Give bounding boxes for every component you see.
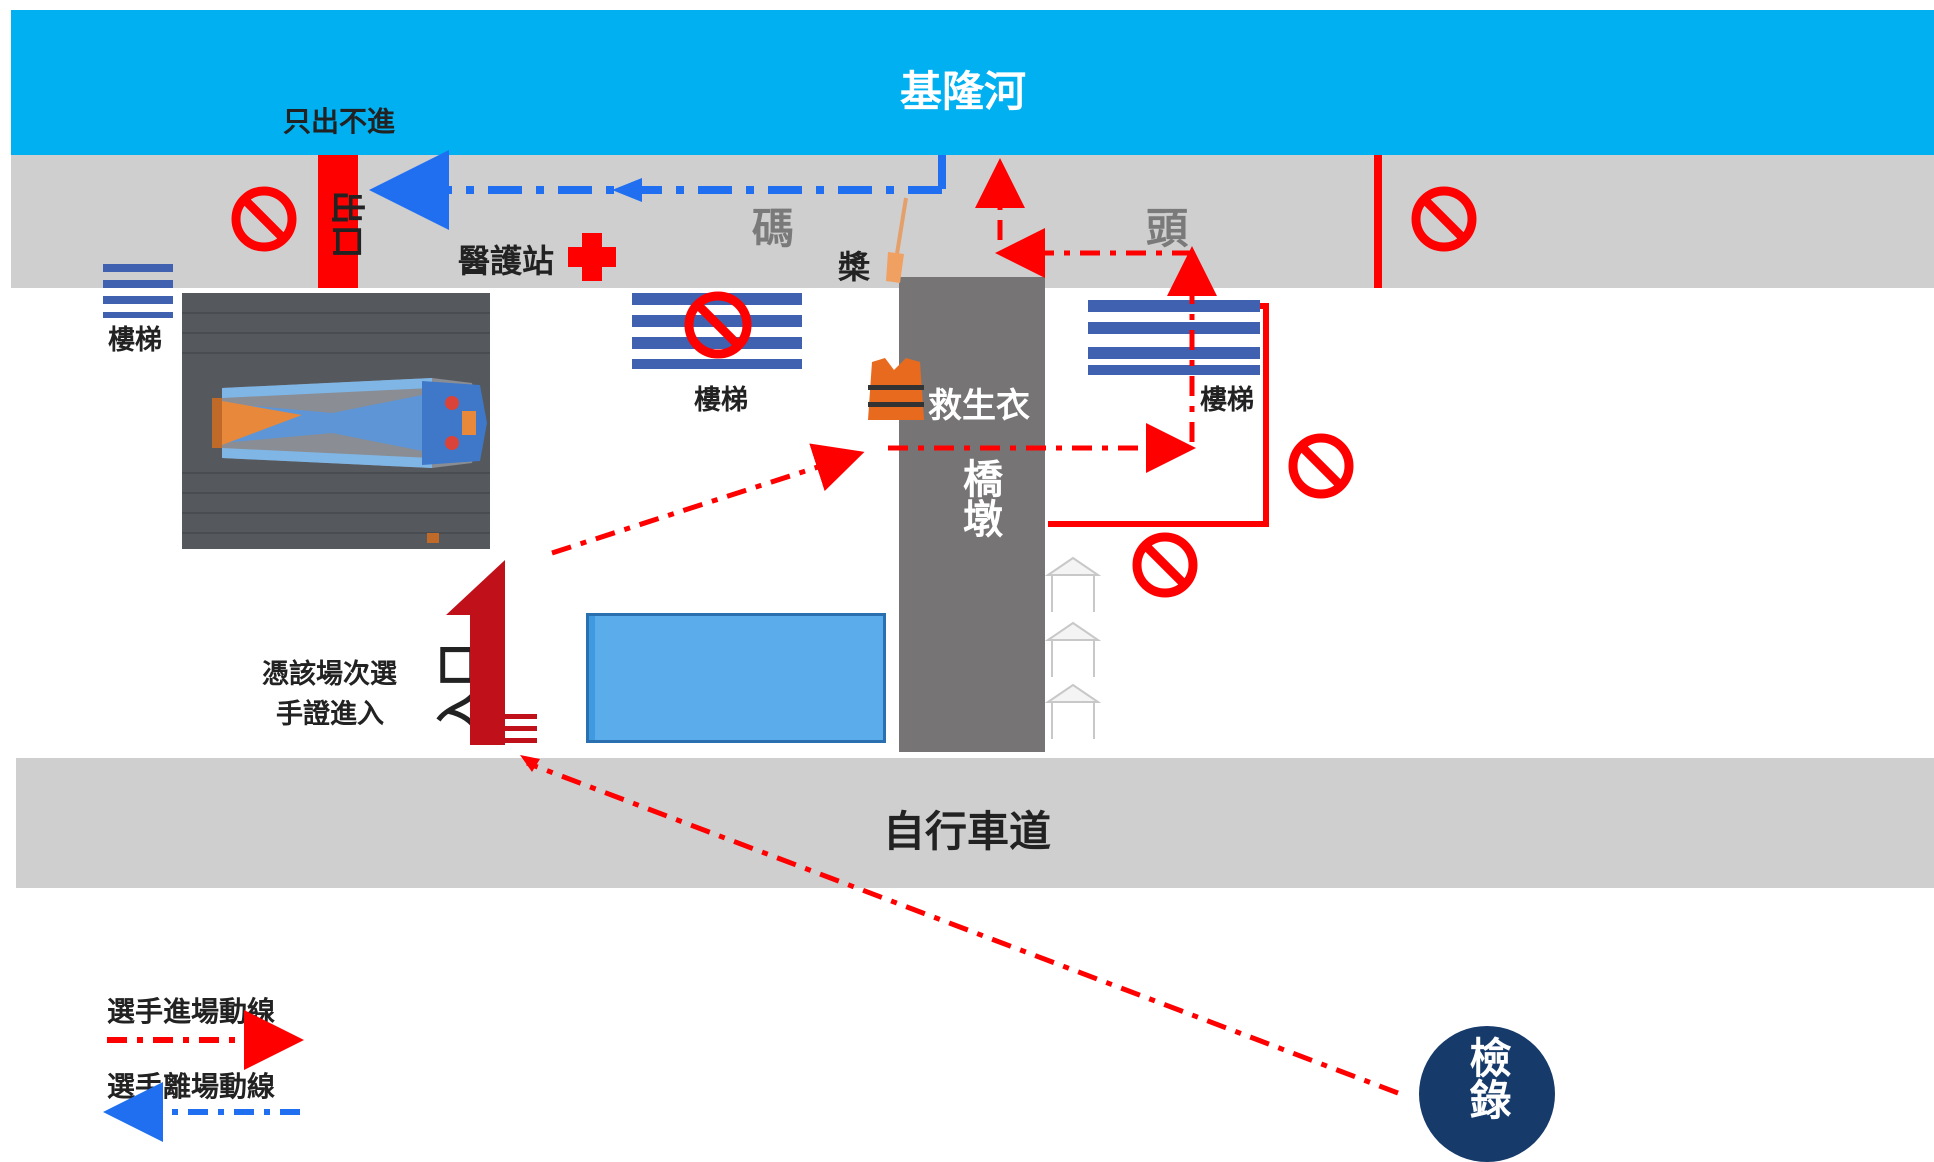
bridge-pier [899, 277, 1045, 752]
entrance-sign-label: 入口 [432, 642, 486, 734]
stairs-right-label: 樓梯 [1200, 385, 1254, 416]
stairs-left-label: 樓梯 [108, 325, 162, 356]
stairs-center-icon [632, 293, 802, 369]
dragon-boat-image [182, 293, 490, 549]
dragon-boat-graphic [182, 312, 490, 543]
exit-only-label: 只出不進 [283, 105, 396, 138]
no-entry-icon [1288, 433, 1354, 499]
tent-icon [1044, 683, 1102, 739]
exit-sign [318, 155, 358, 288]
bike-lane-label: 自行車道 [883, 807, 1052, 856]
river-label: 基隆河 [900, 67, 1027, 116]
river-band [11, 10, 1934, 155]
pier-label: 橋墩 [949, 458, 1002, 538]
checkin-station [1419, 1026, 1555, 1162]
stairs-right-icon [1088, 300, 1260, 375]
checkin-label-text: 檢錄 [1463, 1036, 1512, 1120]
no-entry-icon [684, 291, 752, 359]
entrance-note-line-1: 憑該場次選 [262, 659, 397, 690]
entrance-note-line-2: 手證進入 [276, 699, 384, 730]
tent-icon [1044, 621, 1102, 677]
dock-band [11, 155, 1934, 288]
shipping-container [586, 613, 886, 743]
dock-label-right: 頭 [1146, 204, 1189, 253]
life-vest-label: 救生衣 [928, 386, 1030, 426]
dock-label-left: 碼 [752, 204, 795, 253]
legend-enter-label: 選手進場動線 [107, 995, 276, 1028]
paddle-label: 槳 [838, 248, 871, 286]
stairs-center-label: 樓梯 [694, 385, 748, 416]
pier-label-text: 橋墩 [956, 458, 1002, 538]
checkin-label: 檢錄 [1461, 1036, 1513, 1120]
no-entry-icon [1132, 532, 1198, 598]
legend-leave-label: 選手離場動線 [107, 1070, 276, 1103]
medical-station-label: 醫護站 [458, 242, 555, 280]
exit-sign-label: 出口 [326, 190, 367, 259]
tent-icon [1044, 556, 1102, 612]
